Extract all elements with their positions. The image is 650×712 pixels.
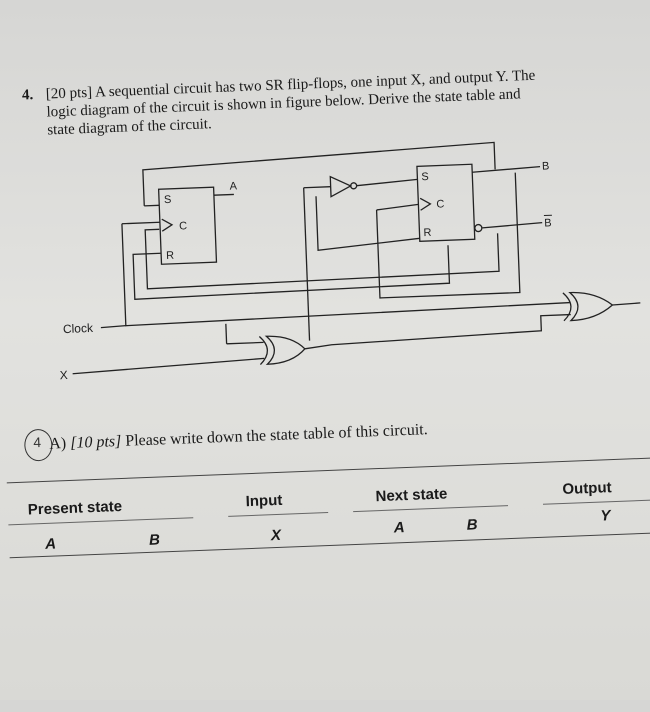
sub-present-b: B (149, 532, 160, 549)
wire-xor-to-output (304, 315, 572, 349)
ff-b-s-label: S (421, 171, 429, 183)
sub-output-y: Y (600, 507, 611, 524)
xor-gate-output (570, 291, 613, 321)
wire-top-loop (142, 142, 496, 205)
wire-vertical-1 (304, 188, 310, 341)
wire-drop-1 (226, 324, 227, 344)
not-gate (330, 176, 351, 197)
wire-a-s (144, 205, 159, 206)
wire-bbar-out (482, 223, 542, 228)
wire-inner-loop (133, 242, 449, 299)
header-output: Output (562, 479, 612, 498)
sub-present-a: A (45, 536, 56, 553)
xor-gate-lower-back (259, 336, 268, 364)
header-present-state: Present state (28, 498, 123, 519)
wire-clock-bus (122, 207, 571, 326)
ff-b-c-label: C (436, 198, 444, 210)
header-input: Input (245, 492, 282, 510)
xor-gate-output-back (563, 293, 572, 321)
sub-next-b: B (466, 516, 477, 533)
ff-a-c-label: C (179, 220, 187, 232)
sub-input-x: X (271, 527, 282, 544)
header-next-state: Next state (375, 485, 447, 505)
wire-ff-b-r (316, 192, 420, 250)
output-b-label: B (542, 160, 550, 172)
clock-label: Clock (63, 321, 95, 336)
wire-b-out (472, 167, 540, 173)
wire-a-clk (122, 222, 160, 223)
xor-gate-lower (266, 335, 305, 364)
ff-b-bubble (475, 224, 482, 231)
wire-not-in (304, 187, 331, 188)
wire-ff-b-clk (376, 204, 418, 210)
handwritten-number: 4 (33, 434, 41, 450)
wire-xor-in-1 (227, 342, 264, 343)
wire-x-in (72, 358, 264, 373)
wire-a-r-loop (145, 216, 499, 288)
wire-not-out (356, 179, 417, 185)
ff-a-clock-triangle (162, 219, 172, 231)
ff-a-s-label: S (164, 194, 172, 206)
ff-a-r-label: R (166, 250, 174, 262)
ff-a-q-label: A (229, 180, 237, 192)
part-a-points: [10 pts] (70, 433, 122, 452)
wire-clock-in (101, 326, 126, 328)
x-input-label: X (59, 368, 68, 382)
ff-b-clock-triangle (420, 198, 430, 210)
output-b-bar-label: B (544, 217, 552, 229)
wire-a-q (214, 194, 234, 195)
wire-y-out (612, 303, 640, 305)
ff-b-r-label: R (423, 227, 431, 239)
sub-next-a: A (393, 519, 404, 536)
part-a-label: A) (49, 435, 67, 453)
